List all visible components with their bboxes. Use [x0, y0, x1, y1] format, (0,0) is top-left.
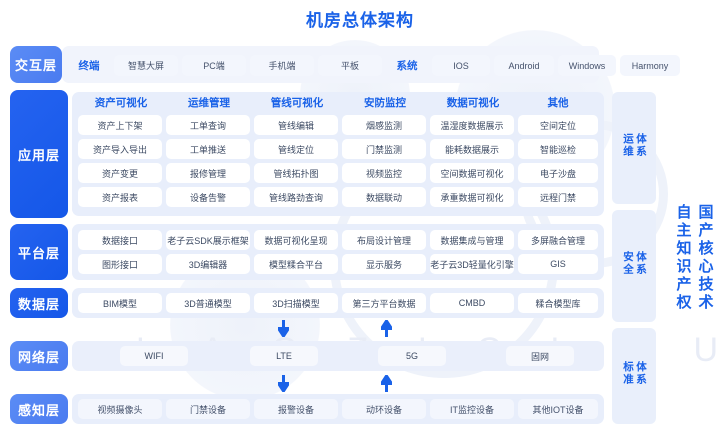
- chip-app-1-3[interactable]: 设备告警: [166, 187, 250, 207]
- layer-tag-network[interactable]: 网络层: [10, 341, 68, 371]
- chip-perception-3[interactable]: 动环设备: [342, 399, 426, 419]
- side-system-ops[interactable]: 运维体系: [612, 92, 656, 204]
- side-system-standard-label-2: 体系: [635, 361, 647, 386]
- side-system-security-label-2: 体系: [635, 251, 647, 276]
- chip-network-3[interactable]: 固网: [506, 346, 574, 366]
- chip-app-0-2[interactable]: 资产变更: [78, 163, 162, 183]
- chip-data-1[interactable]: 3D普通模型: [166, 293, 250, 313]
- arrow-up-icon-2: [381, 375, 392, 392]
- chip-app-1-2[interactable]: 报修管理: [166, 163, 250, 183]
- side-system-ops-label-1: 运维: [622, 133, 634, 158]
- chip-platform-1-3[interactable]: 显示服务: [342, 254, 426, 274]
- app-col-header-4: 数据可视化: [446, 97, 500, 109]
- right-column-tech: 国产核心技术: [694, 92, 716, 424]
- interaction-group-label-terminal: 终端: [78, 59, 100, 72]
- chip-app-0-3[interactable]: 资产报表: [78, 187, 162, 207]
- page-title: 机房总体架构: [306, 11, 414, 30]
- chip-data-4[interactable]: CMBD: [430, 293, 514, 313]
- chip-app-3-2[interactable]: 视频监控: [342, 163, 426, 183]
- chip-perception-1[interactable]: 门禁设备: [166, 399, 250, 419]
- chip-data-5[interactable]: 糅合模型库: [518, 293, 598, 313]
- chip-interaction-0-0[interactable]: 智慧大屏: [114, 55, 178, 76]
- chip-app-0-0[interactable]: 资产上下架: [78, 115, 162, 135]
- layer-tag-platform[interactable]: 平台层: [10, 224, 68, 280]
- chip-app-4-2[interactable]: 空间数据可视化: [430, 163, 514, 183]
- side-system-security[interactable]: 安全体系: [612, 210, 656, 322]
- right-column-ip-text: 自主知识产权: [674, 204, 692, 312]
- arrow-down-icon-1: [278, 320, 289, 337]
- chip-app-5-2[interactable]: 电子沙盘: [518, 163, 598, 183]
- chip-interaction-1-1[interactable]: Android: [494, 55, 554, 76]
- chip-app-0-1[interactable]: 资产导入导出: [78, 139, 162, 159]
- chip-platform-0-1[interactable]: 老子云SDK展示框架: [166, 230, 250, 250]
- side-system-security-label-1: 安全: [622, 251, 634, 276]
- app-col-header-1: 运维管理: [188, 97, 230, 109]
- chip-interaction-0-1[interactable]: PC端: [182, 55, 246, 76]
- chip-platform-1-1[interactable]: 3D编辑器: [166, 254, 250, 274]
- chip-perception-0[interactable]: 视频摄像头: [78, 399, 162, 419]
- chip-data-0[interactable]: BIM模型: [78, 293, 162, 313]
- layer-tag-data[interactable]: 数据层: [10, 288, 68, 318]
- chip-interaction-1-0[interactable]: IOS: [432, 55, 490, 76]
- chip-app-2-3[interactable]: 管线路劲查询: [254, 187, 338, 207]
- chip-platform-0-5[interactable]: 多屏融合管理: [518, 230, 598, 250]
- chip-interaction-1-2[interactable]: Windows: [558, 55, 616, 76]
- chip-app-3-3[interactable]: 数据联动: [342, 187, 426, 207]
- chip-perception-4[interactable]: IT监控设备: [430, 399, 514, 419]
- chip-platform-0-3[interactable]: 布局设计管理: [342, 230, 426, 250]
- chip-data-2[interactable]: 3D扫描模型: [254, 293, 338, 313]
- chip-data-3[interactable]: 第三方平台数据: [342, 293, 426, 313]
- layer-tag-interaction[interactable]: 交互层: [10, 46, 62, 83]
- right-column-tech-text: 国产核心技术: [696, 204, 714, 312]
- chip-app-3-1[interactable]: 门禁监测: [342, 139, 426, 159]
- chip-interaction-0-2[interactable]: 手机端: [250, 55, 314, 76]
- chip-interaction-1-3[interactable]: Harmony: [620, 55, 680, 76]
- chip-app-4-1[interactable]: 能耗数据展示: [430, 139, 514, 159]
- chip-app-5-1[interactable]: 智能巡检: [518, 139, 598, 159]
- chip-app-2-2[interactable]: 管线拓扑图: [254, 163, 338, 183]
- chip-platform-1-2[interactable]: 模型糅合平台: [254, 254, 338, 274]
- side-system-standard[interactable]: 标准体系: [612, 328, 656, 424]
- chip-interaction-0-3[interactable]: 平板: [318, 55, 382, 76]
- chip-app-5-0[interactable]: 空间定位: [518, 115, 598, 135]
- chip-app-3-0[interactable]: 烟感监测: [342, 115, 426, 135]
- chip-app-2-0[interactable]: 管线编辑: [254, 115, 338, 135]
- chip-app-4-3[interactable]: 承重数据可视化: [430, 187, 514, 207]
- arrow-up-icon-1: [381, 320, 392, 337]
- layer-tag-perception[interactable]: 感知层: [10, 394, 68, 424]
- app-col-header-2: 管线可视化: [270, 97, 324, 109]
- chip-platform-0-4[interactable]: 数据集成与管理: [430, 230, 514, 250]
- chip-app-4-0[interactable]: 温湿度数据展示: [430, 115, 514, 135]
- chip-app-1-1[interactable]: 工单推送: [166, 139, 250, 159]
- app-col-header-0: 资产可视化: [94, 97, 148, 109]
- interaction-group-label-system: 系统: [396, 59, 418, 72]
- side-system-ops-label-2: 体系: [635, 133, 647, 158]
- right-column-ip: 自主知识产权: [672, 92, 694, 424]
- chip-platform-1-4[interactable]: 老子云3D轻量化引擎: [430, 254, 514, 274]
- chip-perception-2[interactable]: 报警设备: [254, 399, 338, 419]
- chip-network-2[interactable]: 5G: [378, 346, 446, 366]
- app-col-header-3: 安防监控: [364, 97, 406, 109]
- chip-platform-1-5[interactable]: GIS: [518, 254, 598, 274]
- chip-network-0[interactable]: WIFI: [120, 346, 188, 366]
- chip-platform-0-2[interactable]: 数据可视化呈现: [254, 230, 338, 250]
- layer-tag-application[interactable]: 应用层: [10, 90, 68, 218]
- chip-app-5-3[interactable]: 远程门禁: [518, 187, 598, 207]
- side-system-standard-label-1: 标准: [622, 361, 634, 386]
- chip-network-1[interactable]: LTE: [250, 346, 318, 366]
- chip-platform-0-0[interactable]: 数据接口: [78, 230, 162, 250]
- chip-app-2-1[interactable]: 管线定位: [254, 139, 338, 159]
- chip-platform-1-0[interactable]: 图形接口: [78, 254, 162, 274]
- arrow-down-icon-2: [278, 375, 289, 392]
- app-col-header-5: 其他: [547, 97, 569, 109]
- chip-perception-5[interactable]: 其他IOT设备: [518, 399, 598, 419]
- chip-app-1-0[interactable]: 工单查询: [166, 115, 250, 135]
